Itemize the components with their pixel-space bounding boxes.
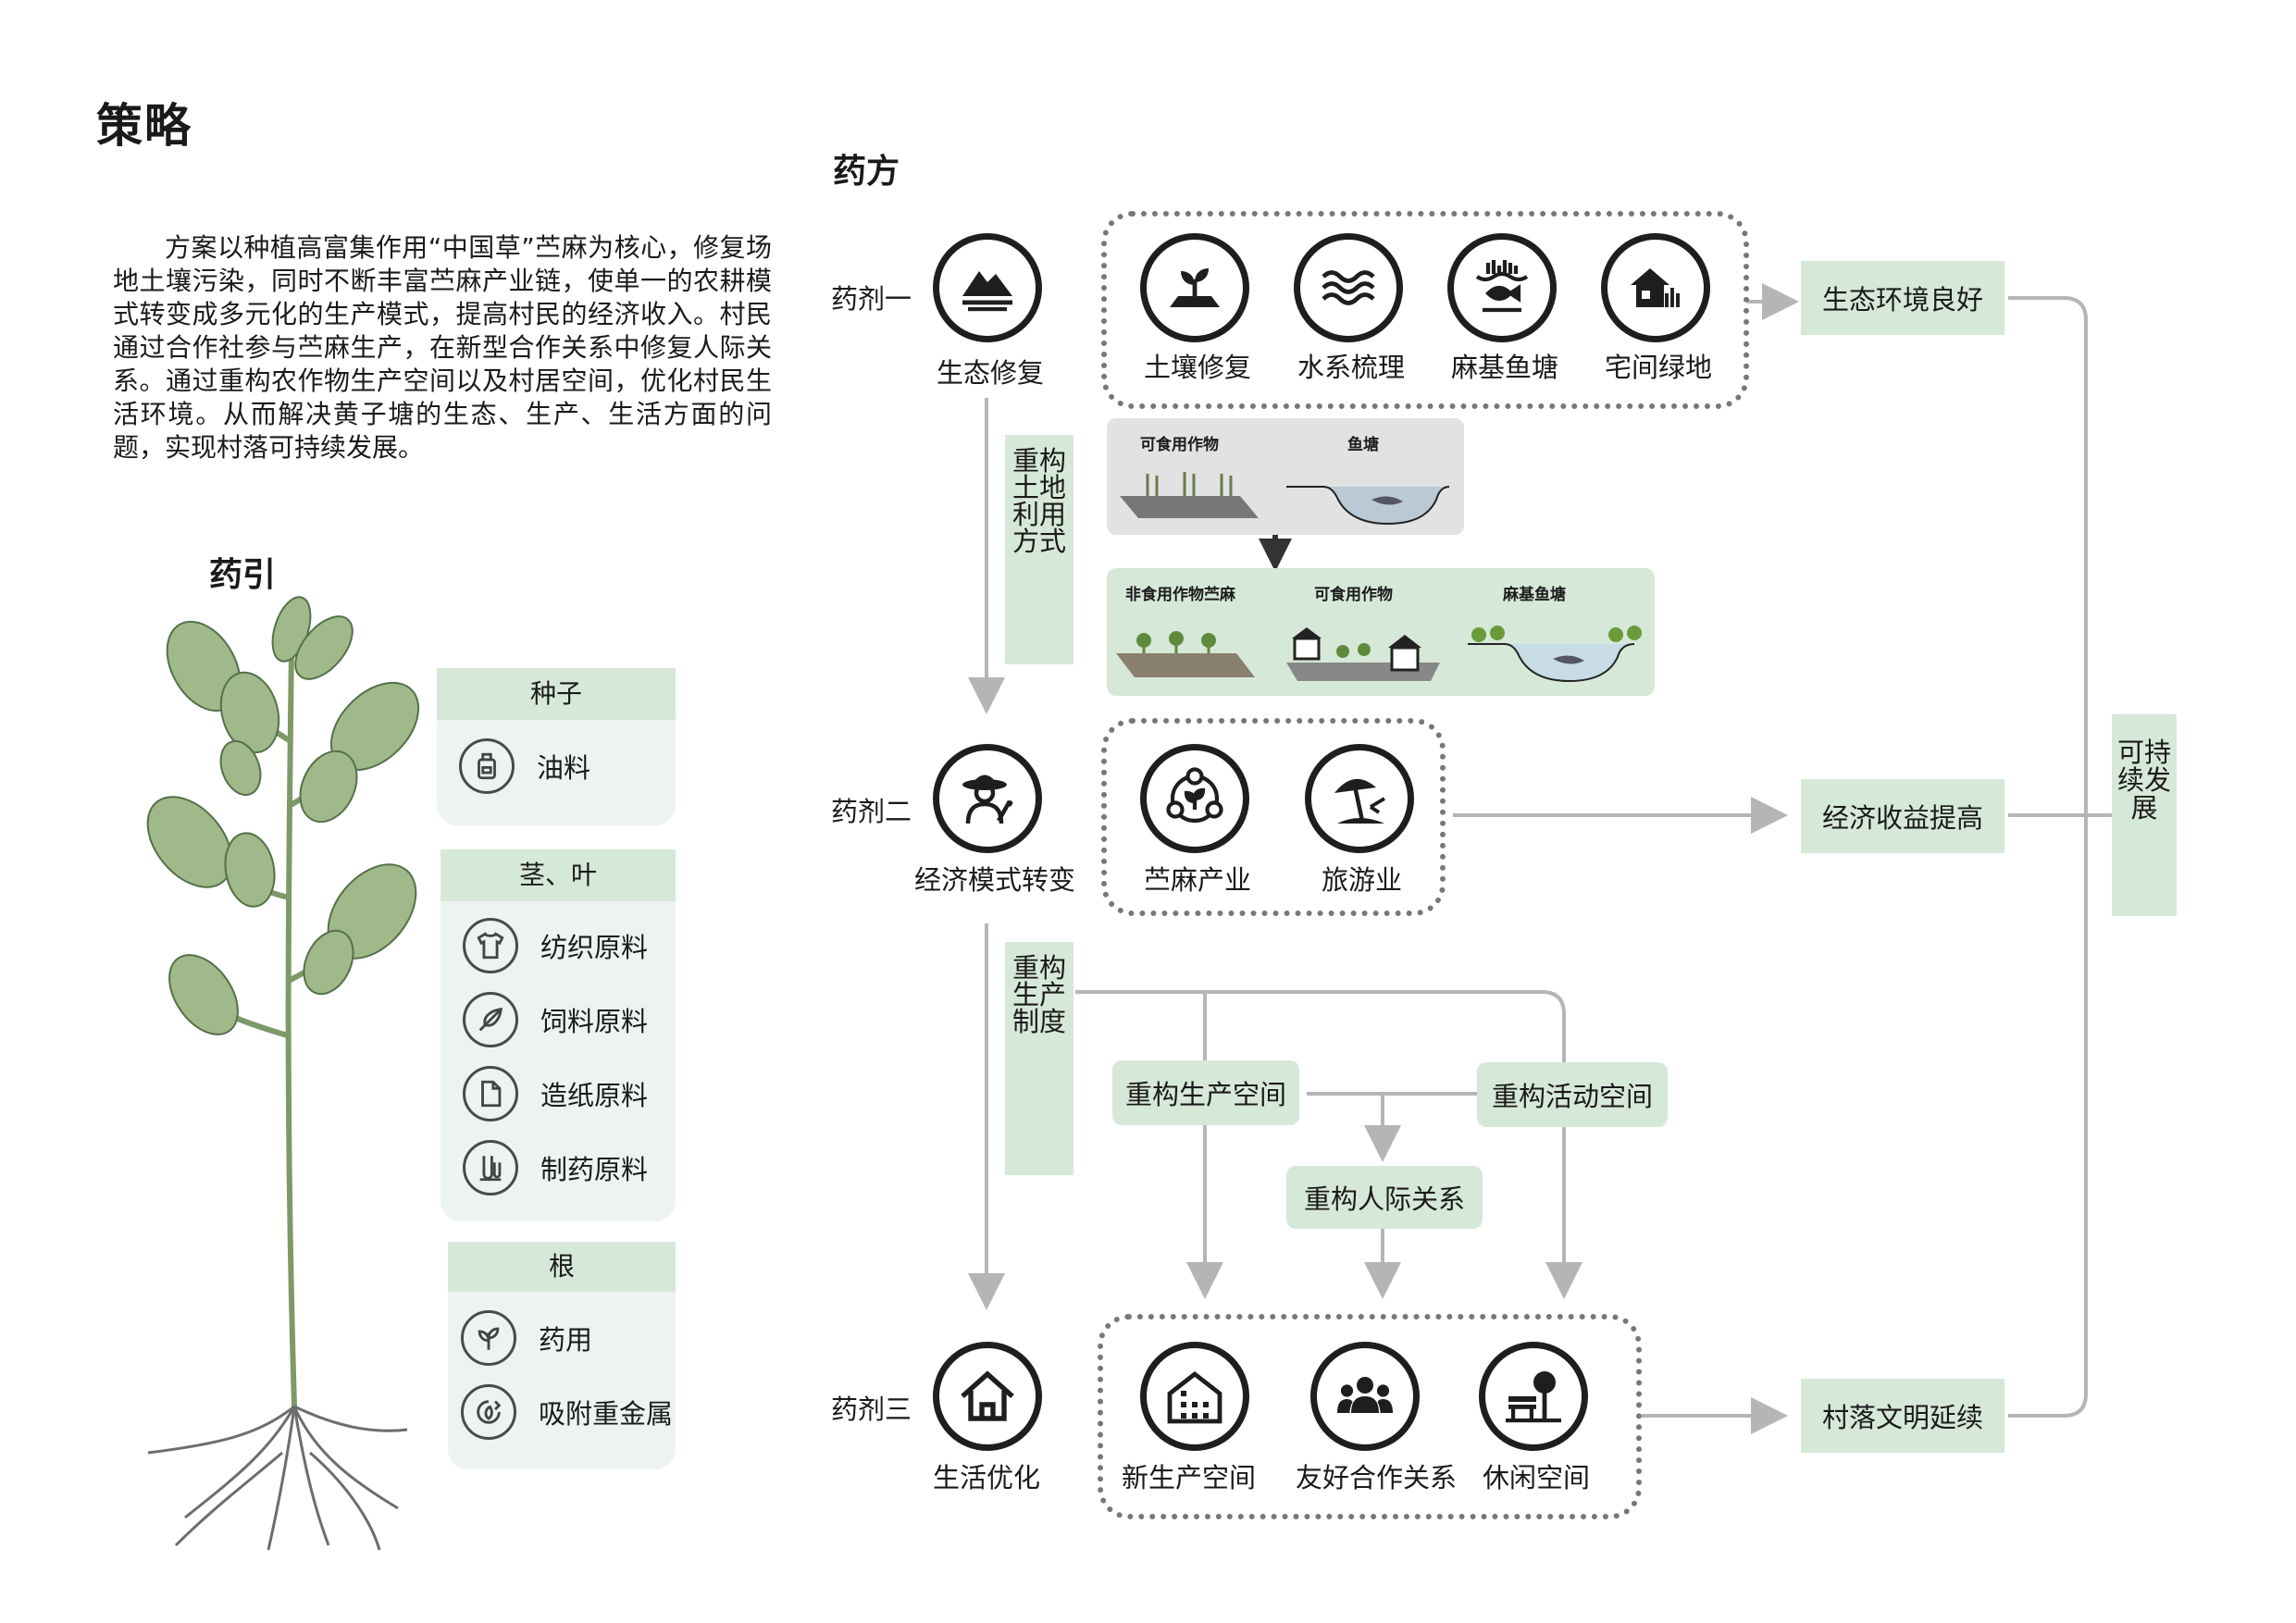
feather-icon	[463, 992, 518, 1047]
land-after-label: 非食用作物苎麻	[1125, 586, 1235, 604]
fish-pond-icon	[1447, 233, 1557, 342]
soil-sprout-icon	[1140, 233, 1249, 342]
item-label: 麻基鱼塘	[1451, 352, 1559, 383]
agent3-name: 药剂三	[831, 1394, 912, 1425]
card-item: 纺织原料	[463, 918, 676, 973]
card-item-label: 吸附重金属	[539, 1398, 674, 1430]
item-label: 休闲空间	[1483, 1462, 1591, 1493]
card-seed: 种子 油料	[437, 668, 676, 825]
item-label: 土壤修复	[1144, 352, 1252, 383]
agent1-items-box	[1101, 211, 1749, 409]
paper-icon	[463, 1066, 518, 1121]
beach-umbrella-icon	[1305, 744, 1414, 853]
item-label: 水系梳理	[1297, 352, 1406, 383]
card-root: 根 药用 吸附重金属	[448, 1242, 676, 1469]
item-label: 宅间绿地	[1605, 352, 1713, 383]
water-waves-icon	[1294, 233, 1403, 342]
result-ecology: 生态环境良好	[1801, 261, 2004, 335]
farmer-icon	[933, 744, 1042, 853]
land-before-label: 鱼塘	[1347, 436, 1379, 454]
card-item: 饲料原料	[463, 992, 676, 1047]
intro-paragraph: 方案以种植高富集作用“中国草”苎麻为核心，修复场地土壤污染，同时不断丰富苎麻产业…	[113, 232, 772, 463]
page-title: 策略	[96, 99, 192, 153]
yaoyin-heading: 药引	[209, 556, 277, 594]
side-label-system: 重构生产制度	[1005, 942, 1074, 1175]
herb-icon	[461, 1310, 516, 1366]
home-icon	[933, 1342, 1042, 1451]
land-after-label: 可食用作物	[1314, 586, 1393, 604]
industry-network-icon	[1140, 744, 1249, 853]
card-item: 造纸原料	[463, 1066, 676, 1121]
box-relation: 重构人际关系	[1286, 1166, 1483, 1229]
card-stem-leaf-title: 茎、叶	[441, 849, 676, 901]
box-activity-space: 重构活动空间	[1477, 1062, 1668, 1127]
card-item: 药用	[461, 1310, 676, 1366]
item-label: 新生产空间	[1122, 1462, 1257, 1493]
card-item-label: 造纸原料	[540, 1080, 649, 1111]
card-item-label: 饲料原料	[540, 1006, 649, 1037]
bench-tree-icon	[1479, 1342, 1588, 1451]
tshirt-icon	[463, 918, 518, 973]
agent2-label: 经济模式转变	[914, 864, 1076, 896]
result-village: 村落文明延续	[1801, 1379, 2004, 1453]
card-stem-leaf: 茎、叶 纺织原料 饲料原料 造纸原料 制药原料	[441, 849, 676, 1221]
oil-bottle-icon	[459, 738, 515, 794]
land-after-illustration	[1116, 626, 1642, 683]
agent2-items-box	[1101, 718, 1446, 916]
land-before-label: 可食用作物	[1140, 436, 1219, 454]
item-label: 旅游业	[1322, 864, 1403, 896]
result-economy: 经济收益提高	[1801, 779, 2004, 853]
land-before-illustration	[1120, 472, 1450, 526]
card-item: 制药原料	[463, 1140, 676, 1196]
building-icon	[1140, 1342, 1249, 1451]
agent3-label: 生活优化	[933, 1462, 1041, 1493]
agent3-items-box	[1098, 1314, 1642, 1519]
lab-flask-icon	[463, 1140, 518, 1196]
item-label: 苎麻产业	[1144, 864, 1252, 896]
side-label-land: 重构土地利用方式	[1005, 435, 1074, 664]
card-item: 油料	[459, 738, 676, 794]
yaofang-heading: 药方	[833, 153, 900, 191]
house-grass-icon	[1601, 233, 1710, 342]
item-label: 友好合作关系	[1296, 1462, 1458, 1493]
agent2-name: 药剂二	[831, 796, 912, 827]
mountain-water-icon	[933, 233, 1042, 342]
card-seed-title: 种子	[437, 668, 676, 720]
final-sustainable: 可持续发展	[2112, 714, 2177, 916]
people-group-icon	[1310, 1342, 1420, 1451]
recycle-leaf-icon	[461, 1384, 516, 1440]
card-item-label: 药用	[539, 1324, 593, 1356]
card-item-label: 油料	[537, 752, 591, 784]
ramie-plant-illustration	[146, 596, 420, 1551]
agent1-label: 生态修复	[937, 357, 1045, 389]
land-after-label: 麻基鱼塘	[1503, 586, 1566, 604]
agent1-name: 药剂一	[831, 283, 912, 315]
card-item-label: 制药原料	[540, 1154, 649, 1185]
card-item: 吸附重金属	[461, 1384, 676, 1440]
box-production-space: 重构生产空间	[1112, 1060, 1299, 1125]
card-item-label: 纺织原料	[540, 932, 649, 963]
card-root-title: 根	[448, 1242, 676, 1292]
